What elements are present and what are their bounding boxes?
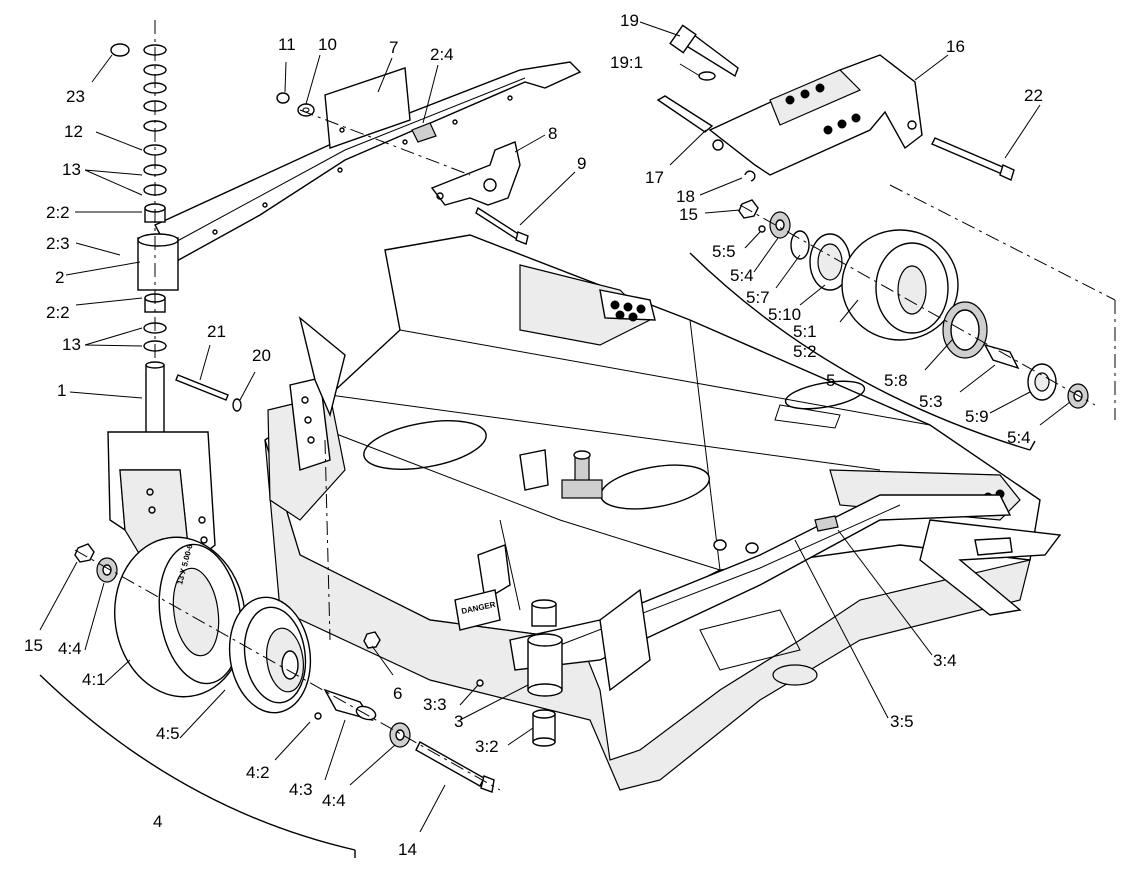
group-brackets (39, 252, 1036, 858)
callout-4-4-right: 4:4 (322, 791, 346, 810)
callout-3-2: 3:2 (475, 737, 499, 756)
rear-wheel-assembly (738, 199, 1096, 409)
callout-5-4-left: 5:4 (730, 266, 754, 285)
leader-lines (39, 21, 1071, 833)
callout-5-10: 5:10 (768, 305, 801, 324)
callout-1: 1 (57, 381, 66, 400)
callout-2-2-lower: 2:2 (46, 303, 70, 322)
callout-labels: 23 12 13 2:2 2:3 2 2:2 13 1 15 4:4 4:1 4… (24, 11, 1043, 859)
callout-4-1: 4:1 (82, 670, 106, 689)
callout-5: 5 (826, 371, 835, 390)
callout-5-2: 5:2 (793, 342, 817, 361)
callout-2-3: 2:3 (46, 234, 70, 253)
callout-15-left: 15 (24, 636, 43, 655)
left-caster-assembly: 13 X 5.00-6 (74, 20, 501, 793)
callout-4-3: 4:3 (289, 780, 313, 799)
front-axle-frame (137, 61, 1012, 747)
callout-5-5: 5:5 (712, 242, 736, 261)
callout-22: 22 (1024, 86, 1043, 105)
callout-10: 10 (318, 35, 337, 54)
callout-13-lower: 13 (62, 335, 81, 354)
callout-16: 16 (946, 37, 965, 56)
callout-14: 14 (398, 840, 417, 859)
callout-13-upper: 13 (62, 160, 81, 179)
callout-5-9: 5:9 (965, 407, 989, 426)
callout-5-1: 5:1 (793, 322, 817, 341)
callout-4-5: 4:5 (156, 724, 180, 743)
callout-7: 7 (389, 38, 398, 57)
callout-3: 3 (454, 712, 463, 731)
callout-12: 12 (64, 122, 83, 141)
callout-21: 21 (207, 322, 226, 341)
callout-4-4-left: 4:4 (58, 639, 82, 658)
assembly-4-bracket (39, 674, 356, 851)
assembly-5-bracket (689, 252, 1031, 451)
callout-5-8: 5:8 (884, 371, 908, 390)
callout-4-2: 4:2 (246, 763, 270, 782)
callout-5-7: 5:7 (746, 288, 770, 307)
callout-3-3: 3:3 (423, 695, 447, 714)
callout-17: 17 (645, 168, 664, 187)
callout-5-3: 5:3 (919, 392, 943, 411)
callout-3-5: 3:5 (890, 712, 914, 731)
spacer-stack (143, 44, 167, 352)
rear-roller-arm-assembly (656, 24, 1116, 420)
hardware-center (175, 67, 529, 649)
callout-9: 9 (577, 154, 586, 173)
callout-2-4: 2:4 (430, 45, 454, 64)
callout-5-4-right: 5:4 (1007, 428, 1031, 447)
callout-2: 2 (55, 268, 64, 287)
callout-11: 11 (278, 35, 296, 54)
callout-8: 8 (548, 124, 557, 143)
callout-18: 18 (676, 187, 695, 206)
callout-3-4: 3:4 (933, 651, 957, 670)
callout-2-2-upper: 2:2 (46, 203, 70, 222)
callout-19-1: 19:1 (610, 53, 643, 72)
callout-6: 6 (393, 684, 402, 703)
callout-20: 20 (252, 346, 271, 365)
callout-23: 23 (66, 87, 85, 106)
callout-4: 4 (153, 812, 162, 831)
callout-15-right: 15 (679, 205, 698, 224)
callout-19: 19 (620, 11, 639, 30)
